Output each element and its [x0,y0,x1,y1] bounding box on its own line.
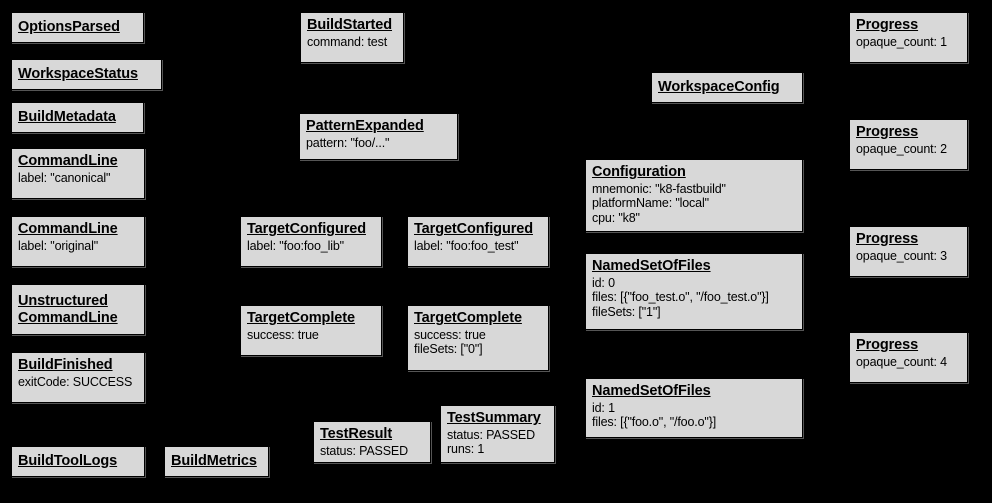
node-field: id: 1 [592,400,615,415]
node-field: status: PASSED [320,443,408,458]
node-build-tool-logs[interactable]: BuildToolLogs [11,446,145,477]
node-title: BuildToolLogs [18,453,118,470]
node-title: Progress [856,231,919,247]
node-title: Progress [856,124,919,140]
node-field: runs: 1 [447,442,485,457]
node-field: cpu: "k8" [592,210,640,225]
node-title: Configuration [592,164,686,180]
node-build-metadata[interactable]: BuildMetadata [11,102,144,133]
node-title: BuildMetrics [171,453,257,470]
node-field: label: "original" [18,238,98,253]
node-build-metrics[interactable]: BuildMetrics [164,446,269,477]
node-title: TargetComplete [414,310,522,326]
node-field: label: "foo:foo_test" [414,238,519,253]
node-field: command: test [307,34,388,49]
node-workspace-status[interactable]: WorkspaceStatus [11,59,162,90]
node-title: TargetConfigured [414,221,533,237]
node-field: pattern: "foo/..." [306,135,390,150]
node-field: success: true [414,327,486,342]
node-field: success: true [247,327,319,342]
node-title: CommandLine [18,153,118,169]
node-title: OptionsParsed [18,19,120,36]
node-title: TargetConfigured [247,221,366,237]
node-field: fileSets: ["0"] [414,342,483,357]
node-title: NamedSetOfFiles [592,383,711,399]
node-field: id: 0 [592,275,615,290]
node-field: exitCode: SUCCESS [18,374,133,389]
node-field: label: "canonical" [18,170,111,185]
node-title: Unstructured CommandLine [18,292,118,326]
node-field: opaque_count: 2 [856,141,947,156]
node-field: opaque_count: 4 [856,354,947,369]
node-field: fileSets: ["1"] [592,304,661,319]
node-field: files: [{"foo.o", "/foo.o"}] [592,415,717,430]
node-title: BuildFinished [18,357,113,373]
node-title: PatternExpanded [306,118,424,134]
node-title: TestSummary [447,410,541,426]
node-title: TestResult [320,426,393,442]
node-options-parsed[interactable]: OptionsParsed [11,12,144,43]
node-title: BuildStarted [307,17,393,33]
node-field: platformName: "local" [592,196,709,211]
node-title: CommandLine [18,221,118,237]
node-title: Progress [856,337,919,353]
node-field: label: "foo:foo_lib" [247,238,344,253]
node-title: Progress [856,17,919,33]
node-title: NamedSetOfFiles [592,258,711,274]
node-title: BuildMetadata [18,109,116,126]
node-field: opaque_count: 1 [856,34,947,49]
node-field: status: PASSED [447,427,535,442]
node-workspace-config[interactable]: WorkspaceConfig [651,72,803,103]
node-field: opaque_count: 3 [856,248,947,263]
node-title: WorkspaceStatus [18,66,138,83]
node-title: WorkspaceConfig [658,79,780,96]
node-field: files: [{"foo_test.o", "/foo_test.o"}] [592,290,769,305]
node-field: mnemonic: "k8-fastbuild" [592,181,726,196]
node-title: TargetComplete [247,310,355,326]
node-unstructured-command-line[interactable]: Unstructured CommandLine [11,284,145,335]
